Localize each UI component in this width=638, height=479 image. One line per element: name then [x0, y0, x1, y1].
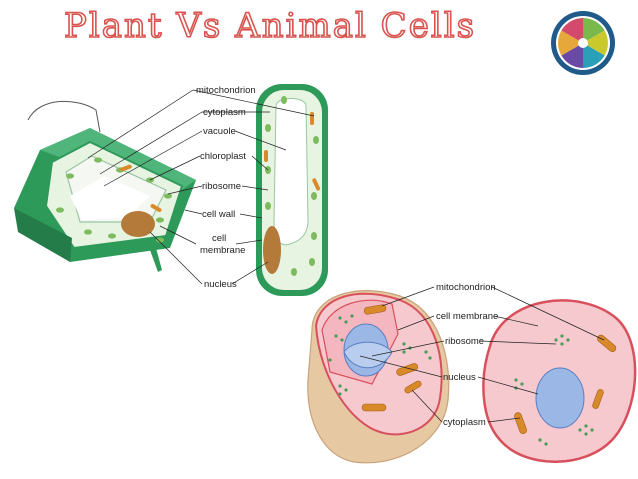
animal-cell-3d: [307, 290, 450, 464]
plant-label-vacuole: vacuole: [203, 126, 236, 137]
plant-label-cell-membrane-line2: membrane: [200, 245, 245, 256]
animal-label-nucleus: nucleus: [443, 372, 476, 383]
plant-label-cell-wall: cell wall: [202, 209, 235, 220]
plant-leader-lines: [87, 89, 315, 285]
animal-leader-lines: [359, 286, 605, 423]
plant-label-cell-membrane-line1: cell: [212, 233, 226, 244]
animal-label-ribosome: ribosome: [445, 336, 484, 347]
plant-label-chloroplast: chloroplast: [200, 151, 246, 162]
animal-label-cell-membrane: cell membrane: [436, 311, 498, 322]
plant-label-mitochondrion: mitochondrion: [196, 85, 256, 96]
animal-label-cytoplasm: cytoplasm: [443, 417, 486, 428]
page-title: Plant Vs Animal Cells: [63, 5, 477, 47]
plant-cell-3d: [14, 100, 196, 272]
plant-label-cytoplasm: cytoplasm: [203, 107, 246, 118]
plant-label-nucleus: nucleus: [204, 279, 237, 290]
plant-cell-elongated: [256, 84, 328, 296]
animal-label-mitochondrion: mitochondrion: [436, 282, 496, 293]
logo-wheel: [551, 11, 615, 75]
plant-label-ribosome: ribosome: [202, 181, 241, 192]
animal-cell-flat: [482, 299, 637, 463]
